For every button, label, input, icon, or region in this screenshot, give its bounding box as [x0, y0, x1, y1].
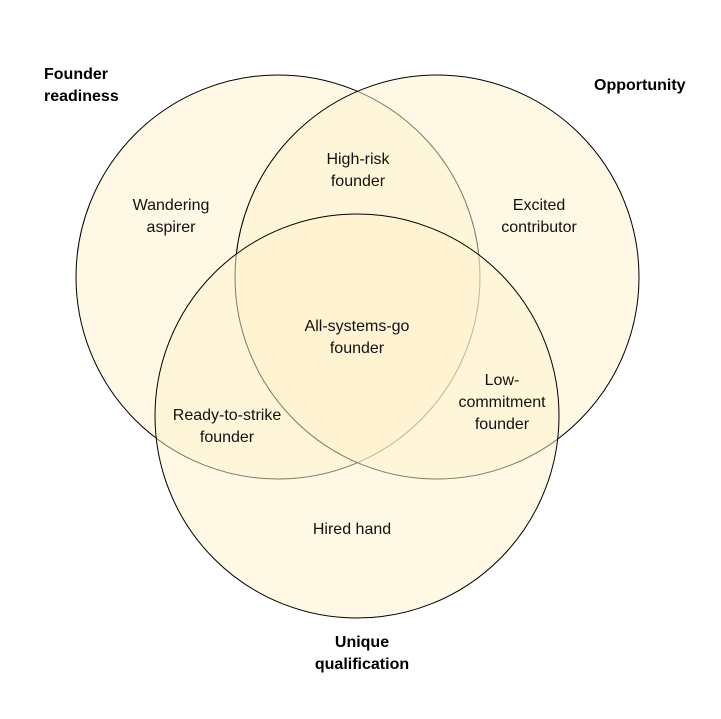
- region-hired-hand: Hired hand: [312, 521, 392, 538]
- region-low-commitment-founder: Low- commitment founder: [458, 372, 546, 433]
- region-high-risk-founder: High-risk founder: [326, 151, 390, 190]
- founder-readiness-title: Founder readiness: [44, 66, 119, 105]
- unique-qualification-title: Unique qualification: [314, 634, 410, 673]
- region-all-systems-go-founder: All-systems-go founder: [304, 318, 410, 357]
- region-excited-contributor: Excited contributor: [501, 197, 577, 236]
- region-wandering-aspirer: Wandering aspirer: [132, 197, 210, 236]
- unique-qualification-circle: [154, 213, 560, 619]
- region-ready-to-strike-founder: Ready-to-strike founder: [172, 407, 282, 446]
- opportunity-title: Opportunity: [594, 77, 686, 94]
